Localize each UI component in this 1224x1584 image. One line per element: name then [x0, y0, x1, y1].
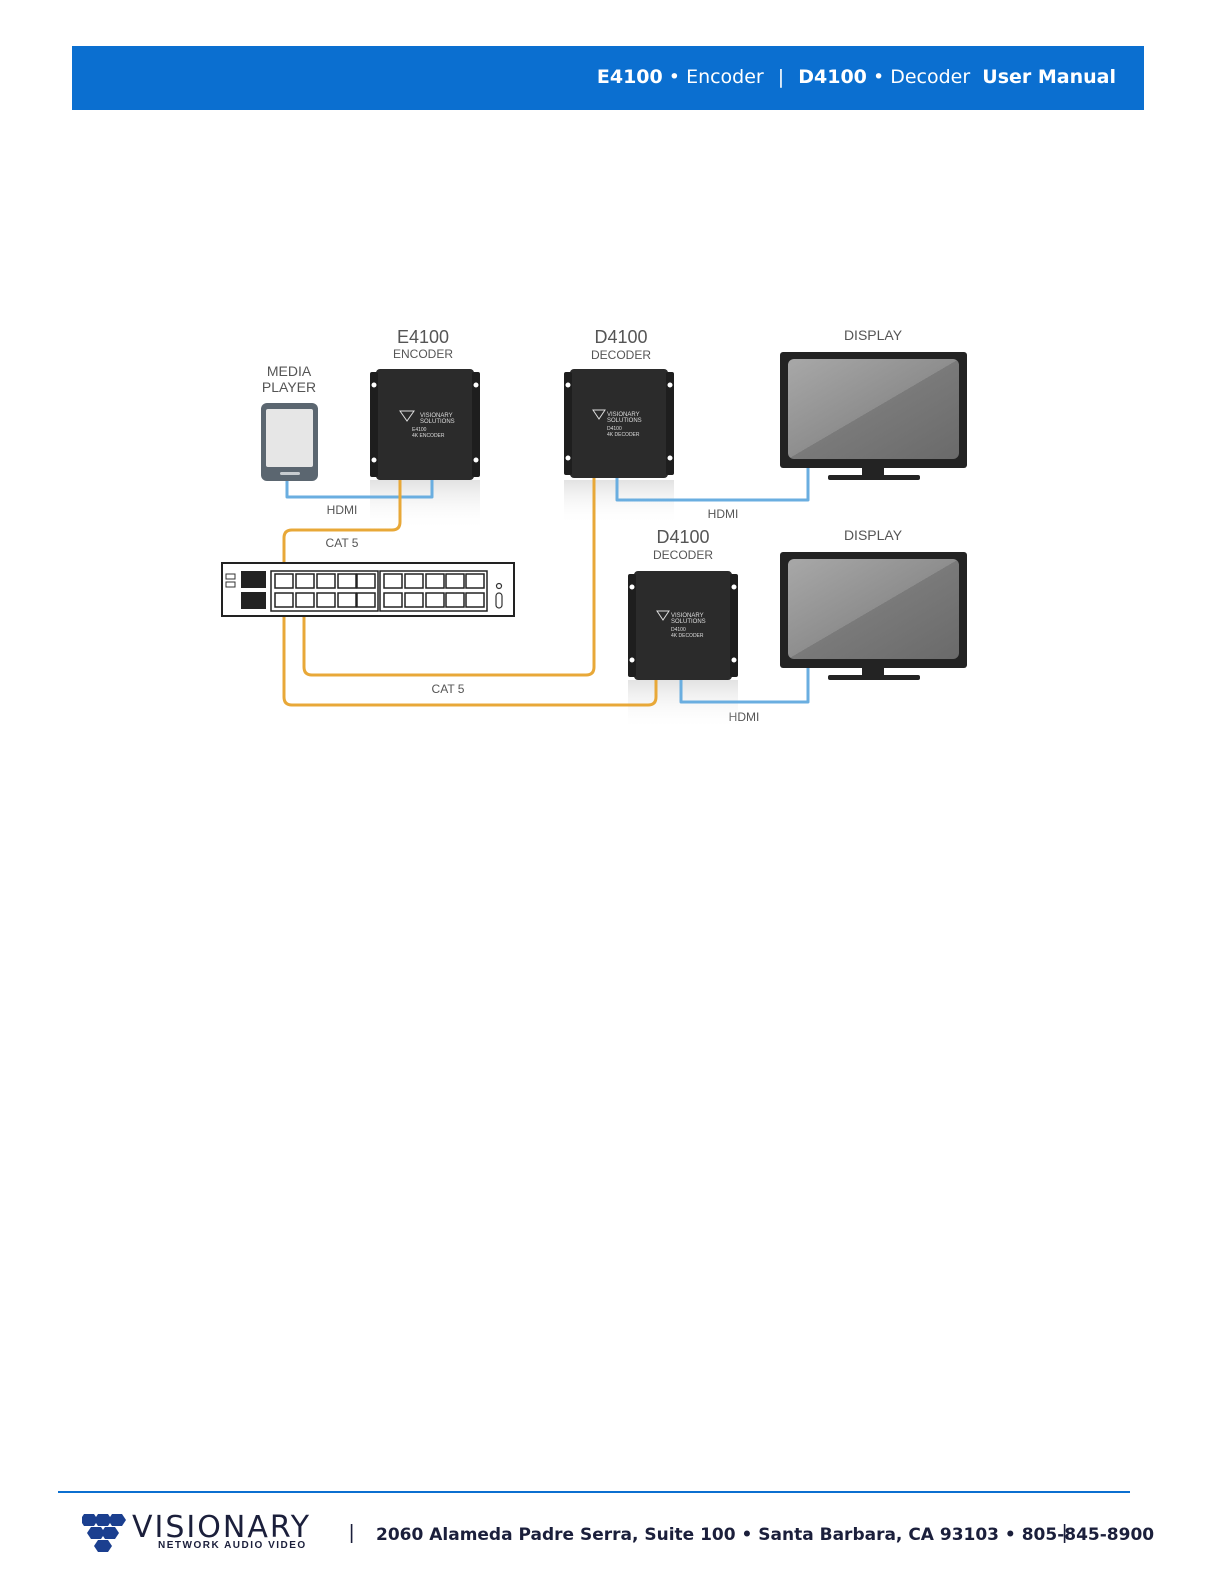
decoder1-device-brand-line2: SOLUTIONS [607, 418, 642, 424]
cat5-cables [282, 476, 658, 707]
hdmi-cable-player-encoder [285, 480, 434, 499]
encoder-device-model: E4100 [412, 427, 427, 433]
footer-divider [58, 1491, 1130, 1493]
footer-tagline: NETWORK AUDIO VIDEO [158, 1540, 307, 1551]
header-bullet-1: • [668, 66, 681, 88]
hdmi-cable-decoder2-display2 [679, 668, 810, 704]
encoder-device-brand-line2: SOLUTIONS [420, 419, 455, 425]
cat5-cable-encoder-switch [282, 478, 402, 582]
media-player-icon [261, 403, 318, 481]
header-separator: | [777, 66, 785, 88]
decoder1-reflection [564, 480, 674, 525]
cat5-label-2: CAT 5 [432, 682, 465, 696]
decoder1-device-brand-line1: VISIONARY [607, 412, 640, 418]
encoder-device: VISIONARY SOLUTIONS E4100 4K ENCODER [370, 369, 480, 480]
decoder2-device: VISIONARY SOLUTIONS D4100 4K DECODER [628, 571, 738, 680]
hdmi-label-2: HDMI [708, 507, 739, 521]
encoder-reflection [370, 480, 480, 530]
encoder-type-label: ENCODER [393, 347, 453, 361]
decoder2-type-label: DECODER [653, 548, 713, 562]
header-encoder-word: Encoder [686, 66, 764, 88]
decoder2-model-label: D4100 [656, 527, 709, 547]
network-switch [221, 562, 515, 617]
display2-label: DISPLAY [844, 527, 903, 543]
footer-separator-left: | [349, 1522, 355, 1544]
decoder2-device-model: D4100 [671, 627, 686, 633]
footer-brand-name: VISIONARY [132, 1510, 312, 1545]
encoder-device-brand-line1: VISIONARY [420, 413, 453, 419]
media-player-label-line1: MEDIA [267, 363, 312, 379]
decoder1-device-model: D4100 [607, 426, 622, 432]
page-header: E4100 • Encoder | D4100 • Decoder User M… [72, 46, 1144, 110]
header-encoder-model: E4100 [596, 66, 663, 88]
decoder1-device: VISIONARY SOLUTIONS D4100 4K DECODER [564, 369, 674, 478]
decoder2-device-brand-line1: VISIONARY [671, 613, 704, 619]
decoder1-device-sub: 4K DECODER [607, 432, 640, 438]
system-diagram: MEDIA PLAYER E4100 ENCODER D4100 DECODER… [221, 327, 967, 730]
decoder1-model-label: D4100 [594, 327, 647, 347]
encoder-model-label: E4100 [397, 327, 449, 347]
encoder-device-sub: 4K ENCODER [412, 433, 445, 439]
visionary-logo-icon [82, 1514, 126, 1552]
cat5-label-1: CAT 5 [326, 536, 359, 550]
header-title: E4100 • Encoder | D4100 • Decoder User M… [597, 66, 1116, 88]
footer-address: 2060 Alameda Padre Serra, Suite 100 • Sa… [376, 1525, 1155, 1545]
display1-label: DISPLAY [844, 327, 903, 343]
cat5-cable-decoder2-switch [282, 598, 658, 707]
display1-icon [780, 352, 967, 480]
media-player-label-line2: PLAYER [262, 379, 316, 395]
footer-separator-right: | [1062, 1522, 1068, 1544]
hdmi-cable-decoder1-display1 [615, 468, 810, 502]
decoder2-device-brand-line2: SOLUTIONS [671, 619, 706, 625]
decoder1-type-label: DECODER [591, 348, 651, 362]
hdmi-cables [285, 468, 810, 704]
header-decoder-word: Decoder [890, 66, 971, 88]
header-manual-label: User Manual [982, 66, 1116, 88]
header-bullet-2: • [872, 66, 885, 88]
display2-icon [780, 552, 967, 680]
cat5-cable-decoder1-switch [302, 476, 596, 677]
decoder2-device-sub: 4K DECODER [671, 633, 704, 639]
header-decoder-model: D4100 [798, 66, 867, 88]
hdmi-label-1: HDMI [327, 503, 358, 517]
